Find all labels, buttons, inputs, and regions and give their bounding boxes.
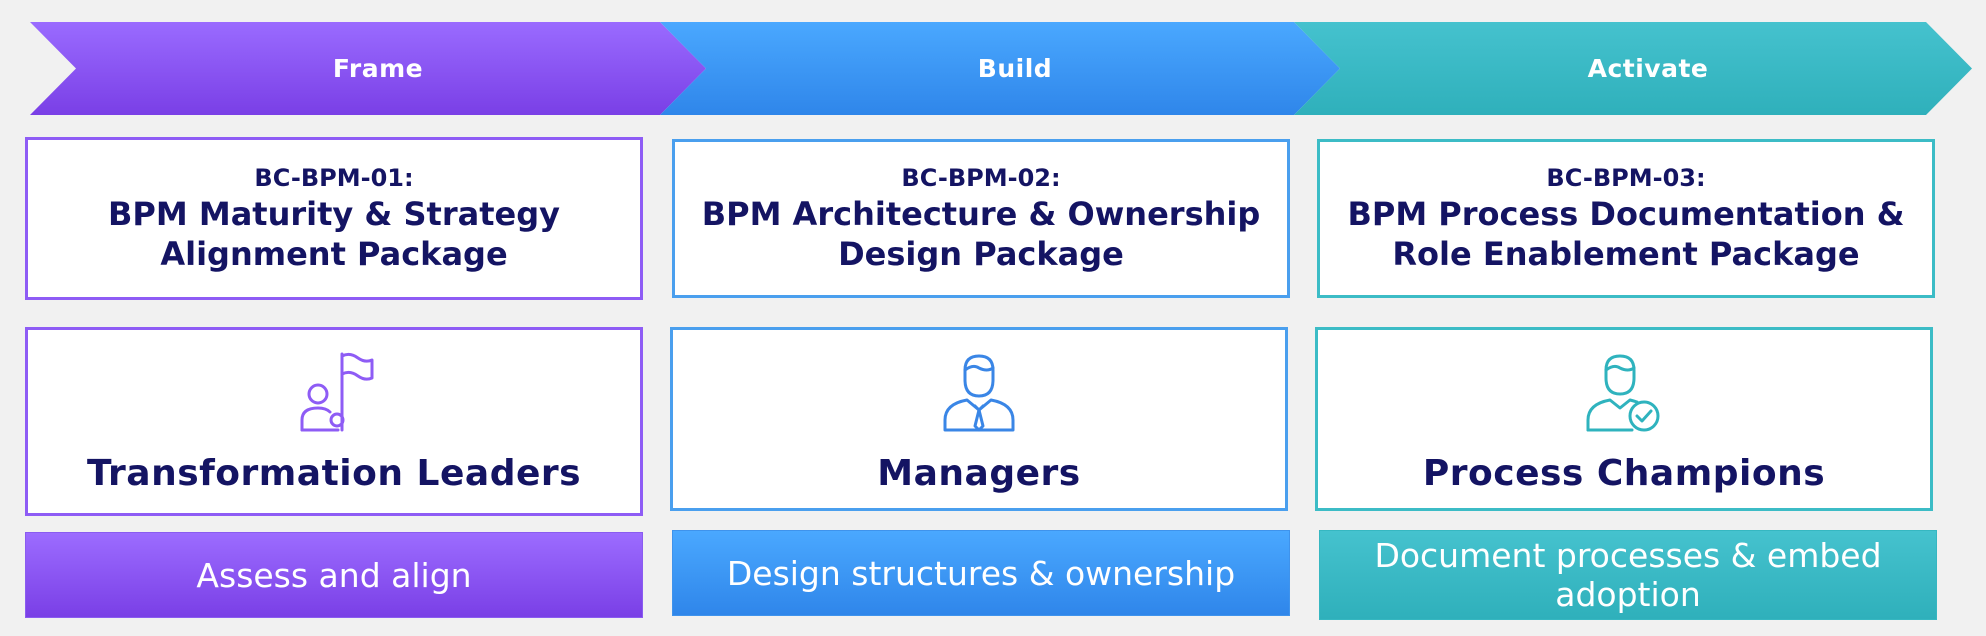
action-bar-build: Design structures & ownership <box>672 530 1290 616</box>
phase-build-chevron: Build <box>660 22 1340 115</box>
package-title-line: Role Enablement Package <box>1392 234 1860 273</box>
package-title: BPM Maturity & Strategy Alignment Packag… <box>88 194 580 274</box>
person-with-flag-icon <box>300 352 374 432</box>
phase-frame-label: Frame <box>332 54 424 83</box>
role-card-frame: Transformation Leaders <box>25 327 643 516</box>
action-text: Design structures & ownership <box>726 553 1236 593</box>
manager-icon <box>943 354 1015 432</box>
package-card-activate: BC-BPM-03: BPM Process Documentation & R… <box>1317 139 1935 298</box>
action-text: Assess and align <box>196 555 472 595</box>
phase-activate-label: Activate <box>1587 54 1709 83</box>
phase-frame-chevron: Frame <box>30 22 706 115</box>
package-card-build: BC-BPM-02: BPM Architecture & Ownership … <box>672 139 1290 298</box>
action-bar-activate: Document processes & embed adoption <box>1319 530 1937 620</box>
action-bar-frame: Assess and align <box>25 532 643 618</box>
package-title: BPM Architecture & Ownership Design Pack… <box>682 194 1281 274</box>
package-card-frame: BC-BPM-01: BPM Maturity & Strategy Align… <box>25 137 643 300</box>
package-title: BPM Process Documentation & Role Enablem… <box>1327 194 1924 274</box>
package-title-line: BPM Architecture & Ownership <box>701 194 1261 233</box>
package-title-line: Alignment Package <box>160 234 508 273</box>
package-code: BC-BPM-02: <box>901 163 1061 192</box>
package-title-line: BPM Maturity & Strategy <box>108 194 560 233</box>
package-code: BC-BPM-03: <box>1546 163 1706 192</box>
package-title-line: Design Package <box>838 234 1124 273</box>
phase-activate-chevron: Activate <box>1294 22 1972 115</box>
package-title-line: BPM Process Documentation & <box>1347 194 1905 233</box>
role-card-build: Managers <box>670 327 1288 511</box>
role-card-activate: Process Champions <box>1315 327 1933 511</box>
role-name: Managers <box>877 453 1081 494</box>
action-text-line: adoption <box>1555 575 1701 614</box>
role-name: Transformation Leaders <box>86 453 582 494</box>
user-check-icon <box>1586 354 1660 432</box>
phase-build-label: Build <box>977 54 1053 83</box>
action-text-line: Document processes & embed <box>1374 536 1882 575</box>
package-code: BC-BPM-01: <box>254 163 414 192</box>
role-name: Process Champions <box>1422 453 1826 494</box>
